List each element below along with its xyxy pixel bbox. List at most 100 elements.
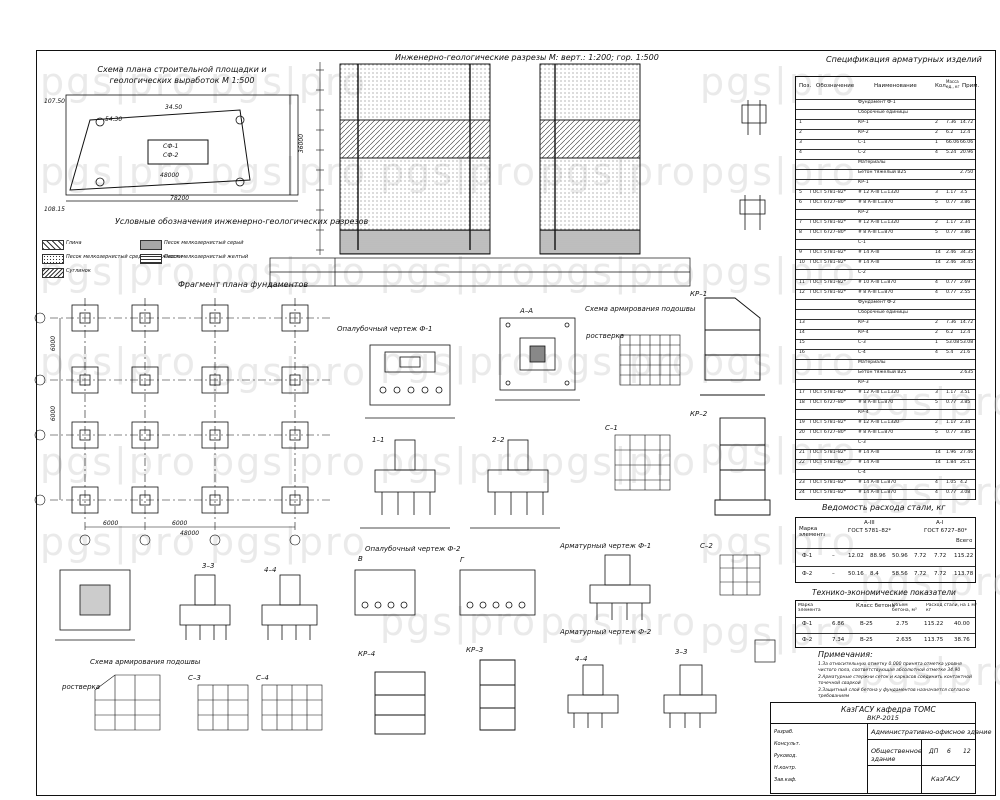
plan-dim: 6000: [172, 520, 188, 527]
spec-cell: 3.86: [960, 200, 971, 205]
section-mark: КР–2: [690, 410, 708, 418]
kr4-frame: [374, 671, 426, 735]
spec-cell: 1: [935, 140, 938, 145]
title-block-role: Разраб.: [774, 729, 794, 735]
spec-row: Сборочные единицы: [796, 309, 975, 320]
spec-cell: 3: [935, 390, 938, 395]
spec-cell: ГОСТ 6727–80*: [810, 430, 847, 435]
spec-cell: # 8 А-III L=870: [858, 290, 894, 295]
spec-cell: 2.750: [960, 170, 974, 175]
spec-cell: 66.06: [946, 140, 960, 145]
spec-cell: ГОСТ 5781–82*: [810, 490, 847, 495]
spec-cell: 4: [935, 150, 938, 155]
spec-table: Поз. Обозначение Наименование Кол. Масса…: [795, 76, 979, 500]
spec-header-cell: Кол.: [935, 83, 948, 89]
reinf-f2-sections: [567, 664, 717, 728]
c4-mesh: [261, 684, 323, 731]
spec-header-cell: Наименование: [874, 83, 917, 89]
spec-cell: КР-4: [858, 410, 869, 415]
site-dim-label: 48000: [160, 172, 180, 179]
site-plan-title: Схема плана строительной площадки и геол…: [97, 65, 267, 85]
spec-cell: ГОСТ 5781–82*: [810, 390, 847, 395]
spec-row: Фундамент Ф-2: [796, 299, 975, 310]
tech-cell: 2.75: [896, 621, 909, 627]
spec-cell: Материалы: [858, 160, 886, 165]
tech-header-cell: Объем бетона, м³: [892, 603, 917, 613]
plan-f2-detail: [55, 569, 135, 641]
tech-row: Ф-2 7.34 В-25 2.635 113.75 38.76: [796, 633, 975, 648]
spec-cell: 12.4: [960, 130, 971, 135]
spec-cell: 2: [935, 320, 938, 325]
steel-title: Ведомость расхода стали, кг: [822, 503, 946, 512]
spec-row: КР-2: [796, 209, 975, 220]
section-mark: 4–4: [264, 566, 277, 574]
formwork-f2-title: Опалубочный чертеж Ф-2: [365, 545, 461, 553]
title-block-divider: [867, 723, 868, 793]
spec-cell: # 8 А-III L=870: [858, 200, 894, 205]
tech-title: Технико-экономические показатели: [812, 588, 956, 597]
spec-cell: 4: [935, 480, 938, 485]
spec-cell: 2.635: [960, 370, 974, 375]
legend-label: Суглинок: [66, 268, 91, 274]
spec-header-cell: Поз.: [799, 83, 812, 89]
title-block-divider: [921, 739, 922, 793]
steel-cell: 115.22: [954, 553, 974, 559]
tech-cell: Ф-1: [802, 621, 813, 627]
section-mark: КР–4: [358, 650, 376, 658]
spec-cell: 1.96: [946, 450, 957, 455]
spec-cell: КР-1: [858, 180, 869, 185]
tech-header-cell: на 1 м³: [960, 603, 977, 608]
spec-cell: 3: [935, 190, 938, 195]
spec-row: Материалы: [796, 159, 975, 170]
spec-cell: ГОСТ 6727–80*: [810, 400, 847, 405]
c3-mesh: [197, 684, 249, 731]
spec-cell: 0.77: [946, 280, 957, 285]
spec-cell: 14: [935, 460, 941, 465]
foundation-plan-title: Фрагмент плана фундаментов: [178, 280, 309, 289]
spec-cell: Фундамент Ф-1: [858, 100, 896, 105]
tech-row: Ф-1 6.86 В-25 2.75 115.22 40.00: [796, 617, 975, 634]
spec-cell: 2.34: [960, 420, 971, 425]
title-block-code: ВКР-2015: [867, 714, 899, 722]
spec-cell: 13: [799, 320, 805, 325]
tech-cell: Ф-2: [802, 637, 813, 643]
spec-cell: Бетон тяжелый В25: [858, 170, 907, 175]
steel-cell: 8.4: [870, 571, 879, 577]
spec-cell: # 12 А-III L=1320: [858, 220, 900, 225]
spec-cell: ГОСТ 5781–82*: [810, 420, 847, 425]
spec-row: С-4: [796, 469, 975, 480]
steel-cell: 7.72: [934, 571, 947, 577]
steel-header-cell: А-III: [864, 520, 875, 526]
spec-row: КР-1: [796, 179, 975, 190]
spec-cell: 34.35: [960, 250, 974, 255]
spec-cell: # 8 А-III L=870: [858, 430, 894, 435]
reinf-scheme-top-title: Схема армирования подошвы: [585, 305, 696, 313]
spec-row: С-3: [796, 439, 975, 450]
spec-cell: 2: [935, 420, 938, 425]
spec-cell: 2.46: [946, 260, 957, 265]
spec-cell: # 8 А-III L=870: [858, 400, 894, 405]
spec-cell: 22: [799, 460, 805, 465]
foundation-footings: [71, 304, 309, 514]
title-block-role: Руковод.: [774, 753, 798, 759]
spec-cell: 5.4: [946, 350, 954, 355]
spec-cell: 4: [935, 350, 938, 355]
elevation-scale: [316, 62, 324, 255]
spec-cell: С-1: [858, 140, 866, 145]
section-1-1: [360, 439, 450, 529]
title-block-sheets: 12: [963, 748, 971, 755]
spec-cell: ГОСТ 5781–82*: [810, 480, 847, 485]
spec-cell: 4: [799, 150, 802, 155]
spec-row: С-2: [796, 269, 975, 280]
spec-cell: 19: [799, 420, 805, 425]
spec-cell: 12.4: [960, 330, 971, 335]
steel-cell: 7.72: [934, 553, 947, 559]
tech-cell: 6.86: [832, 621, 845, 627]
notes-title: Примечания:: [818, 650, 873, 659]
